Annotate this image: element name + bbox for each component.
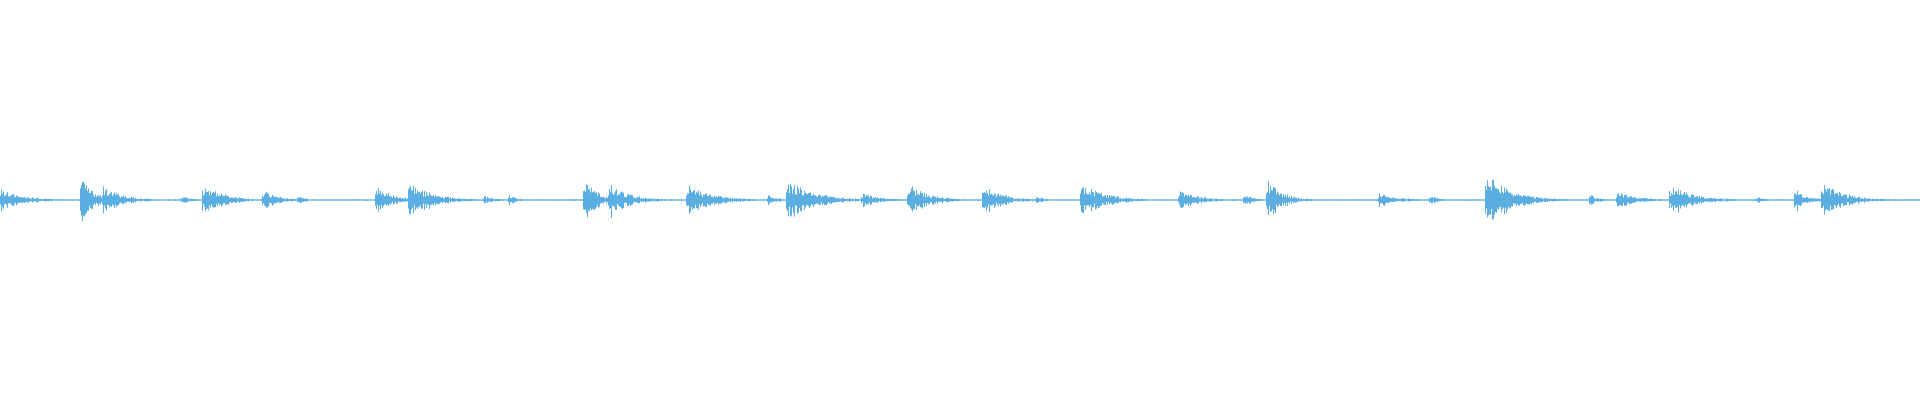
waveform-path bbox=[0, 179, 1920, 222]
